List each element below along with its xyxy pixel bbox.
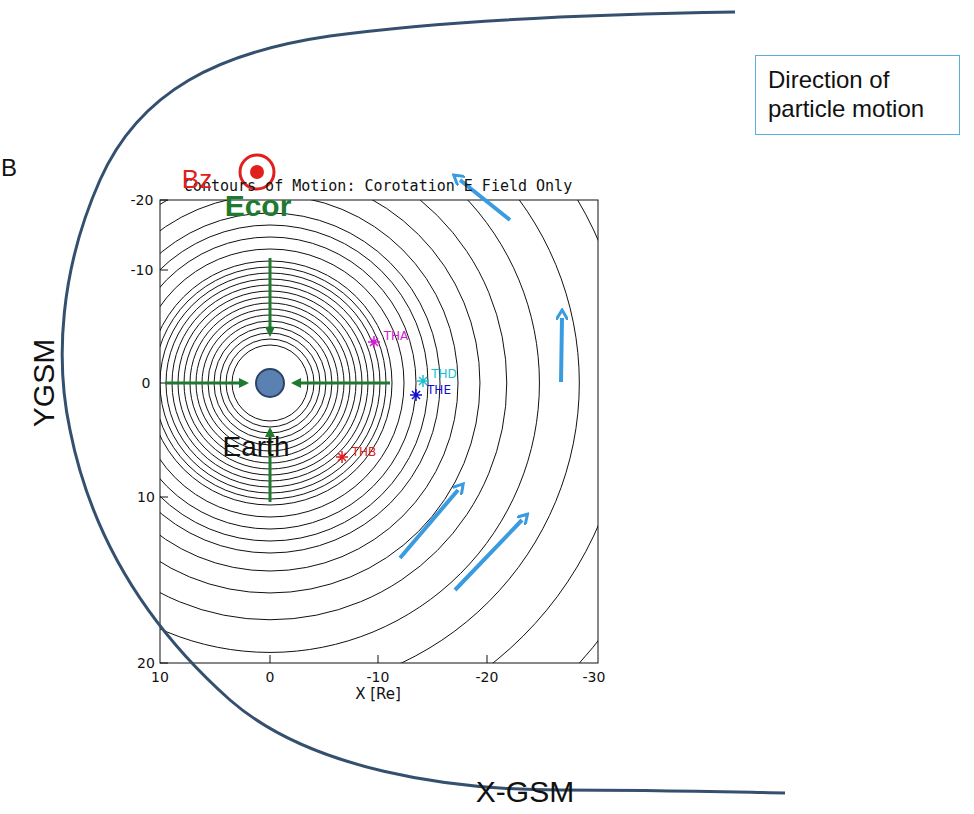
contour-line <box>160 200 480 593</box>
edge-letter: B <box>1 156 17 180</box>
contour-lines <box>160 200 598 663</box>
contour-line <box>160 237 416 529</box>
tick-label: -10 <box>131 263 154 277</box>
contour-line <box>160 261 392 505</box>
probe-stars <box>336 336 429 463</box>
efield-arrows <box>165 258 390 502</box>
probe-label: THB <box>352 446 377 458</box>
contour-line <box>160 200 598 663</box>
contour-line <box>160 200 539 652</box>
contour-line <box>160 249 404 517</box>
probe-label: THD <box>431 368 457 380</box>
plot-frame <box>160 200 598 663</box>
tick-label: 20 <box>137 656 155 670</box>
contour-line <box>160 213 440 553</box>
callout-box: Direction of particle motion <box>755 55 960 135</box>
tick-label: -30 <box>583 670 606 684</box>
tick-label: -20 <box>131 193 154 207</box>
contour-line <box>160 225 428 541</box>
contour-line <box>160 200 579 663</box>
tick-label: -20 <box>476 670 499 684</box>
probe-label: THE <box>427 384 451 396</box>
tick-label: 0 <box>266 670 275 684</box>
tick-label: 10 <box>151 670 169 684</box>
contour-line <box>160 200 507 620</box>
tick-label: 0 <box>142 376 151 390</box>
tick-label: 10 <box>137 490 155 504</box>
motion-arrows <box>400 180 562 590</box>
field-label: Bz <box>182 166 212 192</box>
contour-line <box>160 200 598 663</box>
probe-label: THA <box>384 330 409 342</box>
axis-title: YGSM <box>29 339 59 427</box>
field-label: Ecor <box>225 191 292 221</box>
magnetopause-outline <box>62 12 785 793</box>
planet-label: Earth <box>223 433 290 461</box>
earth-dot <box>256 369 284 397</box>
axis-ticks <box>160 200 487 663</box>
axis-title: X [Re] <box>355 687 401 702</box>
axis-title: X-GSM <box>476 777 574 807</box>
contour-line <box>160 200 458 571</box>
callout-text: Direction of particle motion <box>768 66 947 124</box>
tick-label: -10 <box>367 670 390 684</box>
contour-line <box>160 200 598 663</box>
